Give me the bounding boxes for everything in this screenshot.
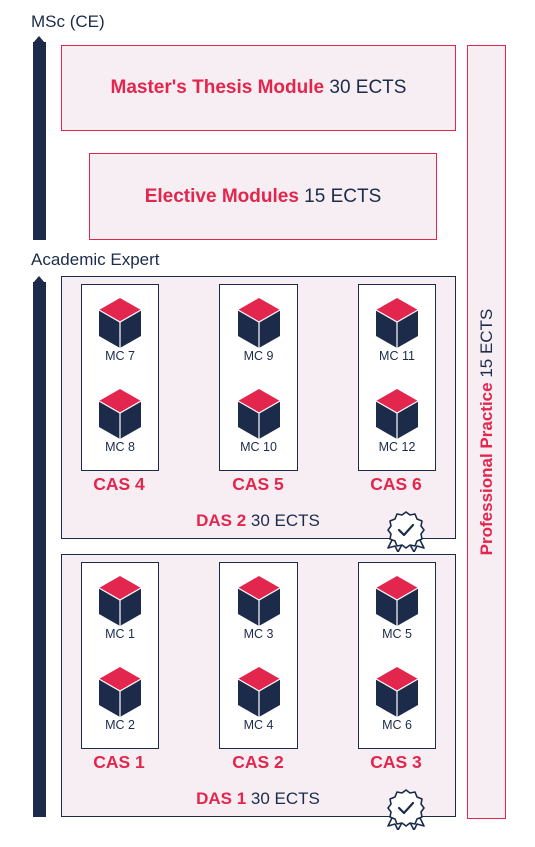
- das-1-label: DAS 1 30 ECTS: [158, 789, 358, 809]
- mc-1: MC 1: [82, 575, 158, 641]
- cas-2-label: CAS 2: [232, 752, 284, 772]
- cube-icon: [98, 667, 142, 717]
- mc-5: MC 5: [359, 575, 435, 641]
- mc-4: MC 4: [220, 666, 297, 732]
- mc-11: MC 11: [359, 297, 435, 363]
- cube-icon: [98, 298, 142, 348]
- cas-6-column: MC 11 MC 12: [358, 284, 436, 471]
- cas-5-column: MC 9 MC 10: [219, 284, 298, 471]
- professional-practice-box: Professional Practice 15 ECTS: [467, 45, 506, 819]
- academic-bar: [33, 282, 46, 817]
- certificate-badge-icon: [387, 789, 425, 830]
- professional-practice-text: Professional Practice 15 ECTS: [477, 309, 497, 556]
- cube-icon: [237, 667, 280, 717]
- mc-label: MC 9: [243, 349, 274, 363]
- mc-10: MC 10: [220, 388, 297, 454]
- mc-3: MC 3: [220, 575, 297, 641]
- certificate-badge-icon: [387, 511, 425, 552]
- cube-icon: [98, 389, 142, 439]
- cube-icon: [375, 576, 419, 626]
- msc-label: MSc (CE): [31, 12, 105, 31]
- cas-2-column: MC 3 MC 4: [219, 562, 298, 749]
- mc-label: MC 3: [243, 627, 274, 641]
- cube-icon: [237, 389, 280, 439]
- mc-label: MC 10: [240, 440, 277, 454]
- professional-practice-ects: 15 ECTS: [476, 308, 496, 378]
- mc-label: MC 8: [105, 440, 135, 454]
- msc-bar: [33, 42, 46, 240]
- cube-icon: [375, 389, 419, 439]
- cas-4-column: MC 7 MC 8: [81, 284, 159, 471]
- cube-icon: [375, 298, 419, 348]
- mc-6: MC 6: [359, 666, 435, 732]
- msc-bar-cap: [33, 36, 45, 43]
- cas-4-label: CAS 4: [93, 474, 145, 494]
- thesis-module-ects: 30 ECTS: [329, 77, 407, 98]
- elective-modules-ects: 15 ECTS: [304, 185, 382, 207]
- das-1-name: DAS 1: [196, 789, 247, 808]
- das-1-ects: 30 ECTS: [250, 789, 320, 808]
- professional-practice-name: Professional Practice: [476, 382, 496, 556]
- mc-label: MC 2: [105, 718, 135, 732]
- mc-2: MC 2: [82, 666, 158, 732]
- mc-label: MC 1: [105, 627, 135, 641]
- thesis-module-box: Master's Thesis Module 30 ECTS: [61, 45, 456, 131]
- mc-label: MC 12: [378, 440, 416, 454]
- academic-bar-cap: [33, 276, 45, 283]
- mc-label: MC 6: [382, 718, 412, 732]
- elective-modules-name: Elective Modules: [144, 185, 299, 207]
- mc-label: MC 7: [105, 349, 135, 363]
- cas-1-label: CAS 1: [93, 752, 145, 772]
- cas-1-column: MC 1 MC 2: [81, 562, 159, 749]
- cas-6-label: CAS 6: [370, 474, 422, 494]
- cube-icon: [98, 576, 142, 626]
- mc-12: MC 12: [359, 388, 435, 454]
- thesis-module-name: Master's Thesis Module: [110, 77, 325, 98]
- elective-modules-box: Elective Modules 15 ECTS: [89, 153, 437, 240]
- academic-expert-label: Academic Expert: [31, 250, 160, 269]
- mc-9: MC 9: [220, 297, 297, 363]
- cube-icon: [375, 667, 419, 717]
- das-2-name: DAS 2: [196, 511, 247, 530]
- cas-3-label: CAS 3: [370, 752, 422, 772]
- mc-label: MC 5: [382, 627, 412, 641]
- mc-label: MC 11: [379, 349, 415, 363]
- cas-3-column: MC 5 MC 6: [358, 562, 436, 749]
- cube-icon: [237, 576, 280, 626]
- das-2-label: DAS 2 30 ECTS: [158, 511, 358, 531]
- cube-icon: [237, 298, 280, 348]
- mc-label: MC 4: [243, 718, 274, 732]
- mc-7: MC 7: [82, 297, 158, 363]
- mc-8: MC 8: [82, 388, 158, 454]
- cas-5-label: CAS 5: [232, 474, 284, 494]
- das-2-ects: 30 ECTS: [250, 511, 320, 530]
